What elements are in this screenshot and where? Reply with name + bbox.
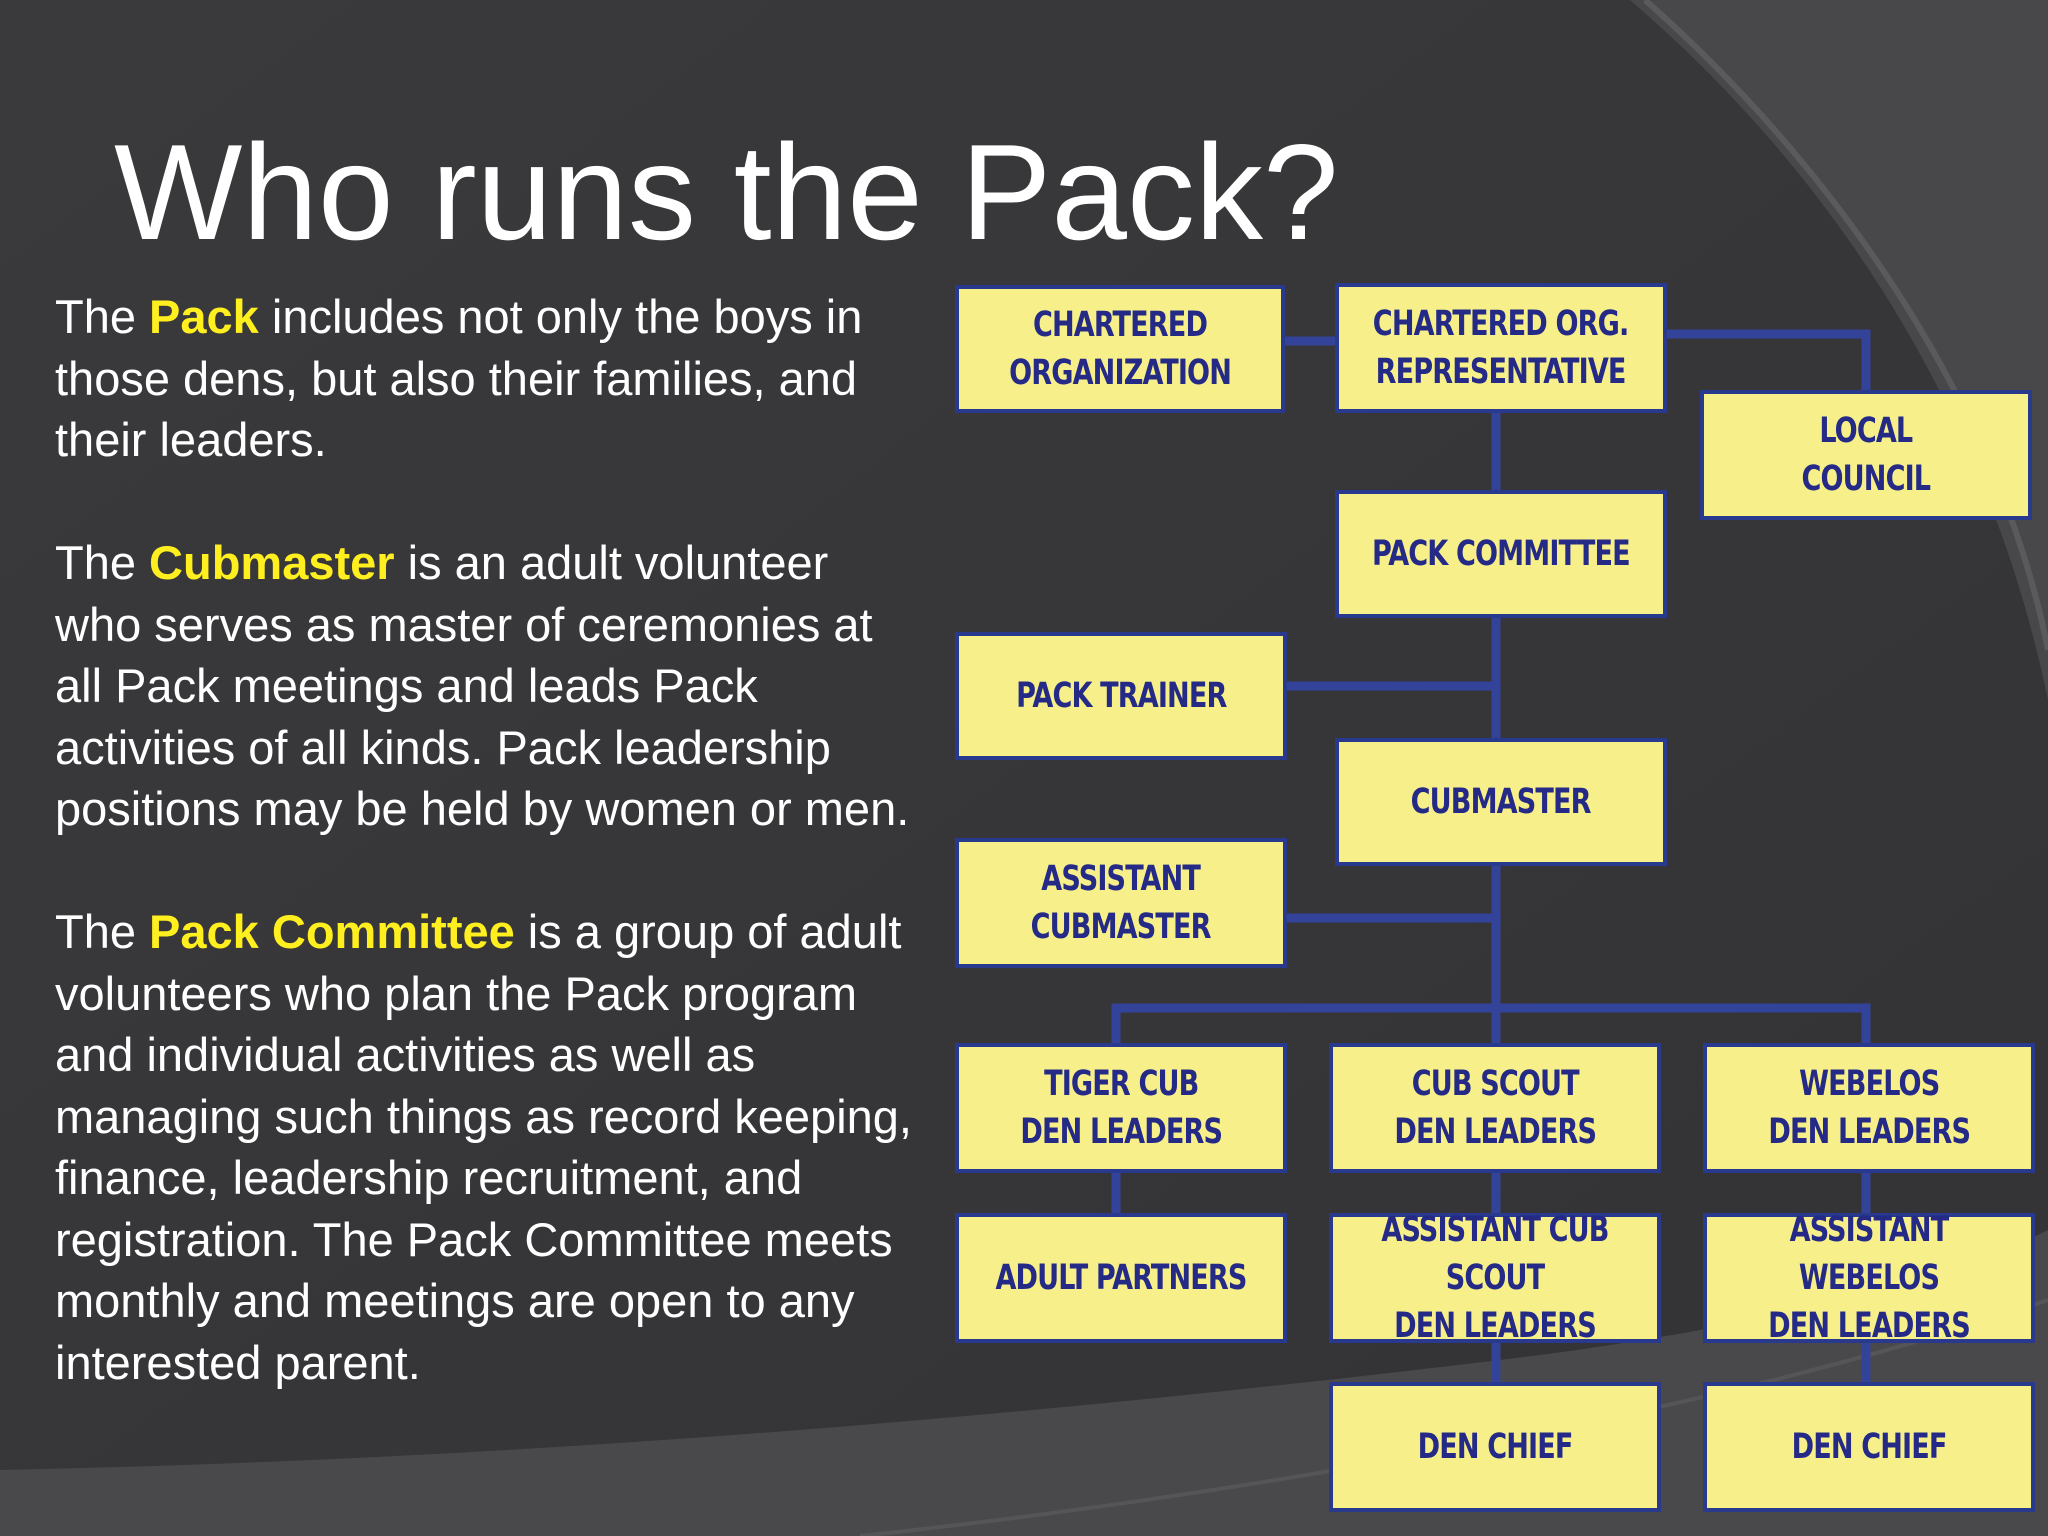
paragraph-text: is an adult volunteer who serves as mast… — [55, 536, 910, 835]
paragraph-text: The — [55, 905, 150, 958]
highlight-term: Cubmaster — [149, 536, 395, 589]
box-label: DEN CHIEF — [1791, 1427, 1948, 1467]
box-label: PACK TRAINER — [1015, 676, 1227, 716]
box-label: ASSISTANT CUB SCOUT DEN LEADERS — [1381, 1210, 1609, 1346]
box-label: ADULT PARTNERS — [995, 1258, 1247, 1298]
background-swoosh-arc — [1630, 0, 2048, 700]
box-label: CHARTERED ORGANIZATION — [1009, 305, 1232, 393]
box-den-chief-webelos: DEN CHIEF — [1703, 1382, 2035, 1512]
box-assistant-cubmaster: ASSISTANT CUBMASTER — [955, 838, 1287, 968]
box-cubmaster: CUBMASTER — [1335, 738, 1667, 866]
paragraph-text: The — [55, 290, 150, 343]
box-assistant-webelos-den-leaders: ASSISTANT WEBELOS DEN LEADERS — [1703, 1210, 2035, 1346]
box-label: TIGER CUB DEN LEADERS — [1020, 1064, 1223, 1152]
box-cub-scout-den-leaders: CUB SCOUT DEN LEADERS — [1329, 1043, 1661, 1173]
paragraph-text: includes not only the boys in those dens… — [55, 290, 863, 466]
paragraph-cubmaster: The Cubmaster is an adult volunteer who … — [55, 532, 915, 840]
box-label: CUB SCOUT DEN LEADERS — [1394, 1064, 1597, 1152]
box-label: CUBMASTER — [1410, 782, 1592, 822]
box-webelos-den-leaders: WEBELOS DEN LEADERS — [1703, 1043, 2035, 1173]
box-label: WEBELOS DEN LEADERS — [1768, 1064, 1971, 1152]
box-assistant-cub-scout-den-leaders: ASSISTANT CUB SCOUT DEN LEADERS — [1329, 1210, 1661, 1346]
paragraph-text: The — [55, 536, 150, 589]
background-swoosh-arc — [1643, 0, 2048, 651]
box-den-chief-cub-scout: DEN CHIEF — [1329, 1382, 1661, 1512]
box-label: DEN CHIEF — [1417, 1427, 1574, 1467]
connector — [1661, 329, 1871, 399]
box-chartered-org-representative: CHARTERED ORG. REPRESENTATIVE — [1335, 283, 1667, 413]
slide-title: Who runs the Pack? — [114, 116, 1339, 268]
box-label: LOCAL COUNCIL — [1801, 411, 1932, 499]
box-label: CHARTERED ORG. REPRESENTATIVE — [1373, 304, 1629, 392]
box-tiger-cub-den-leaders: TIGER CUB DEN LEADERS — [955, 1043, 1287, 1173]
connector — [1111, 1003, 1871, 1050]
paragraph-pack: The Pack includes not only the boys in t… — [55, 286, 915, 471]
box-label: ASSISTANT CUBMASTER — [1030, 859, 1212, 947]
box-pack-committee: PACK COMMITTEE — [1335, 490, 1667, 618]
paragraph-text: is a group of adult volunteers who plan … — [55, 905, 912, 1389]
highlight-term: Pack Committee — [149, 905, 515, 958]
slide-body: The Pack includes not only the boys in t… — [55, 286, 915, 1393]
box-label: ASSISTANT WEBELOS DEN LEADERS — [1768, 1210, 1971, 1346]
box-pack-trainer: PACK TRAINER — [955, 632, 1287, 760]
box-label: PACK COMMITTEE — [1372, 534, 1631, 574]
highlight-term: Pack — [149, 290, 259, 343]
box-local-council: LOCAL COUNCIL — [1700, 390, 2032, 520]
box-adult-partners: ADULT PARTNERS — [955, 1213, 1287, 1343]
paragraph-pack-committee: The Pack Committee is a group of adult v… — [55, 901, 915, 1393]
box-chartered-organization: CHARTERED ORGANIZATION — [955, 285, 1285, 413]
